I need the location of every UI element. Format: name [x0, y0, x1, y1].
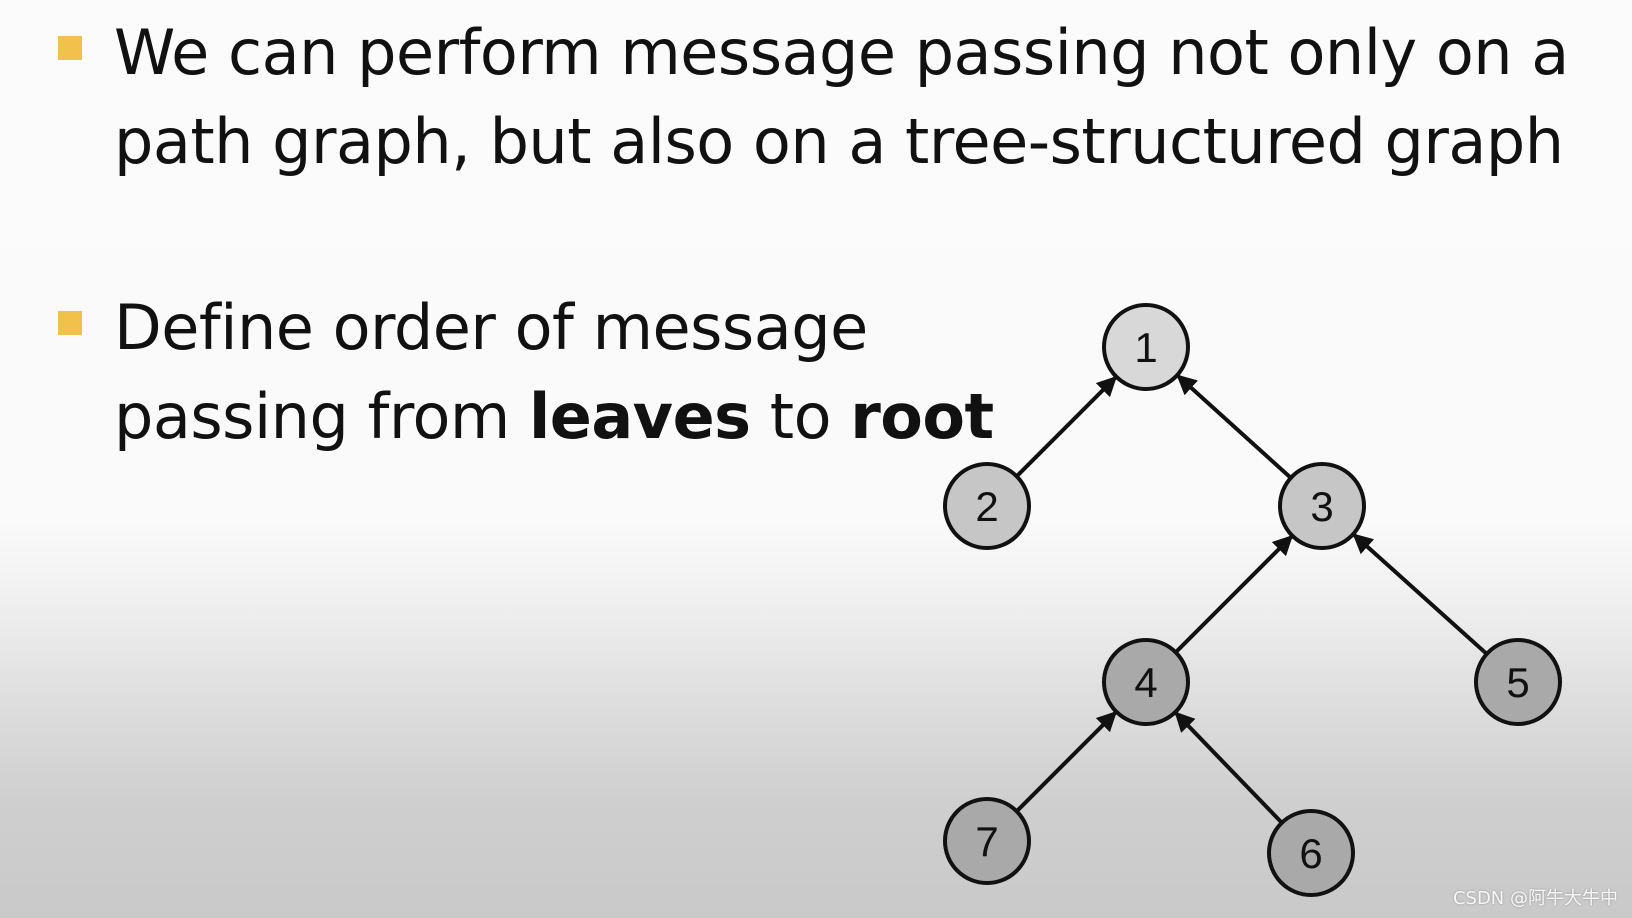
node-circle-7: [943, 797, 1031, 885]
node-circle-1: [1102, 303, 1190, 391]
square-bullet-icon: [58, 311, 82, 335]
bullet-text-2-middle: to: [750, 380, 851, 453]
edge-2-to-1: [1015, 375, 1118, 478]
node-label-6: 6: [1299, 830, 1322, 877]
bullet-item-2: Define order of message passing from lea…: [58, 283, 994, 461]
bullet-item-1: We can perform message passing not only …: [58, 8, 1594, 186]
emphasis-root: root: [850, 380, 994, 453]
watermark: CSDN @阿牛大牛中: [1452, 888, 1618, 909]
bullet-text-2: Define order of message passing from lea…: [114, 283, 994, 461]
edge-4-to-3: [1174, 534, 1294, 654]
tree-node-5: 5: [1474, 638, 1562, 726]
tree-node-6: 6: [1267, 809, 1355, 897]
nodes-layer: 1 2 3 4 5 7 6: [943, 303, 1562, 897]
edge-7-to-4: [1015, 710, 1118, 813]
edge-6-to-4: [1174, 711, 1284, 825]
node-label-7: 7: [975, 818, 998, 865]
emphasis-leaves: leaves: [529, 380, 751, 453]
node-circle-3: [1278, 462, 1366, 550]
bullet-text-1: We can perform message passing not only …: [114, 16, 1569, 178]
edge-5-to-3: [1352, 533, 1489, 656]
node-circle-5: [1474, 638, 1562, 726]
node-circle-6: [1267, 809, 1355, 897]
edges-layer: [1015, 374, 1489, 825]
node-label-2: 2: [975, 483, 998, 530]
tree-node-3: 3: [1278, 462, 1366, 550]
tree-node-2: 2: [943, 462, 1031, 550]
tree-node-4: 4: [1102, 638, 1190, 726]
bullet-text-2-start: Define order of message passing from: [114, 291, 868, 453]
tree-node-7: 7: [943, 797, 1031, 885]
node-label-5: 5: [1506, 659, 1529, 706]
node-circle-2: [943, 462, 1031, 550]
node-label-1: 1: [1134, 324, 1157, 371]
square-bullet-icon: [58, 36, 82, 60]
tree-node-1: 1: [1102, 303, 1190, 391]
node-circle-4: [1102, 638, 1190, 726]
node-label-4: 4: [1134, 659, 1157, 706]
edge-3-to-1: [1176, 374, 1293, 480]
node-label-3: 3: [1310, 483, 1333, 530]
